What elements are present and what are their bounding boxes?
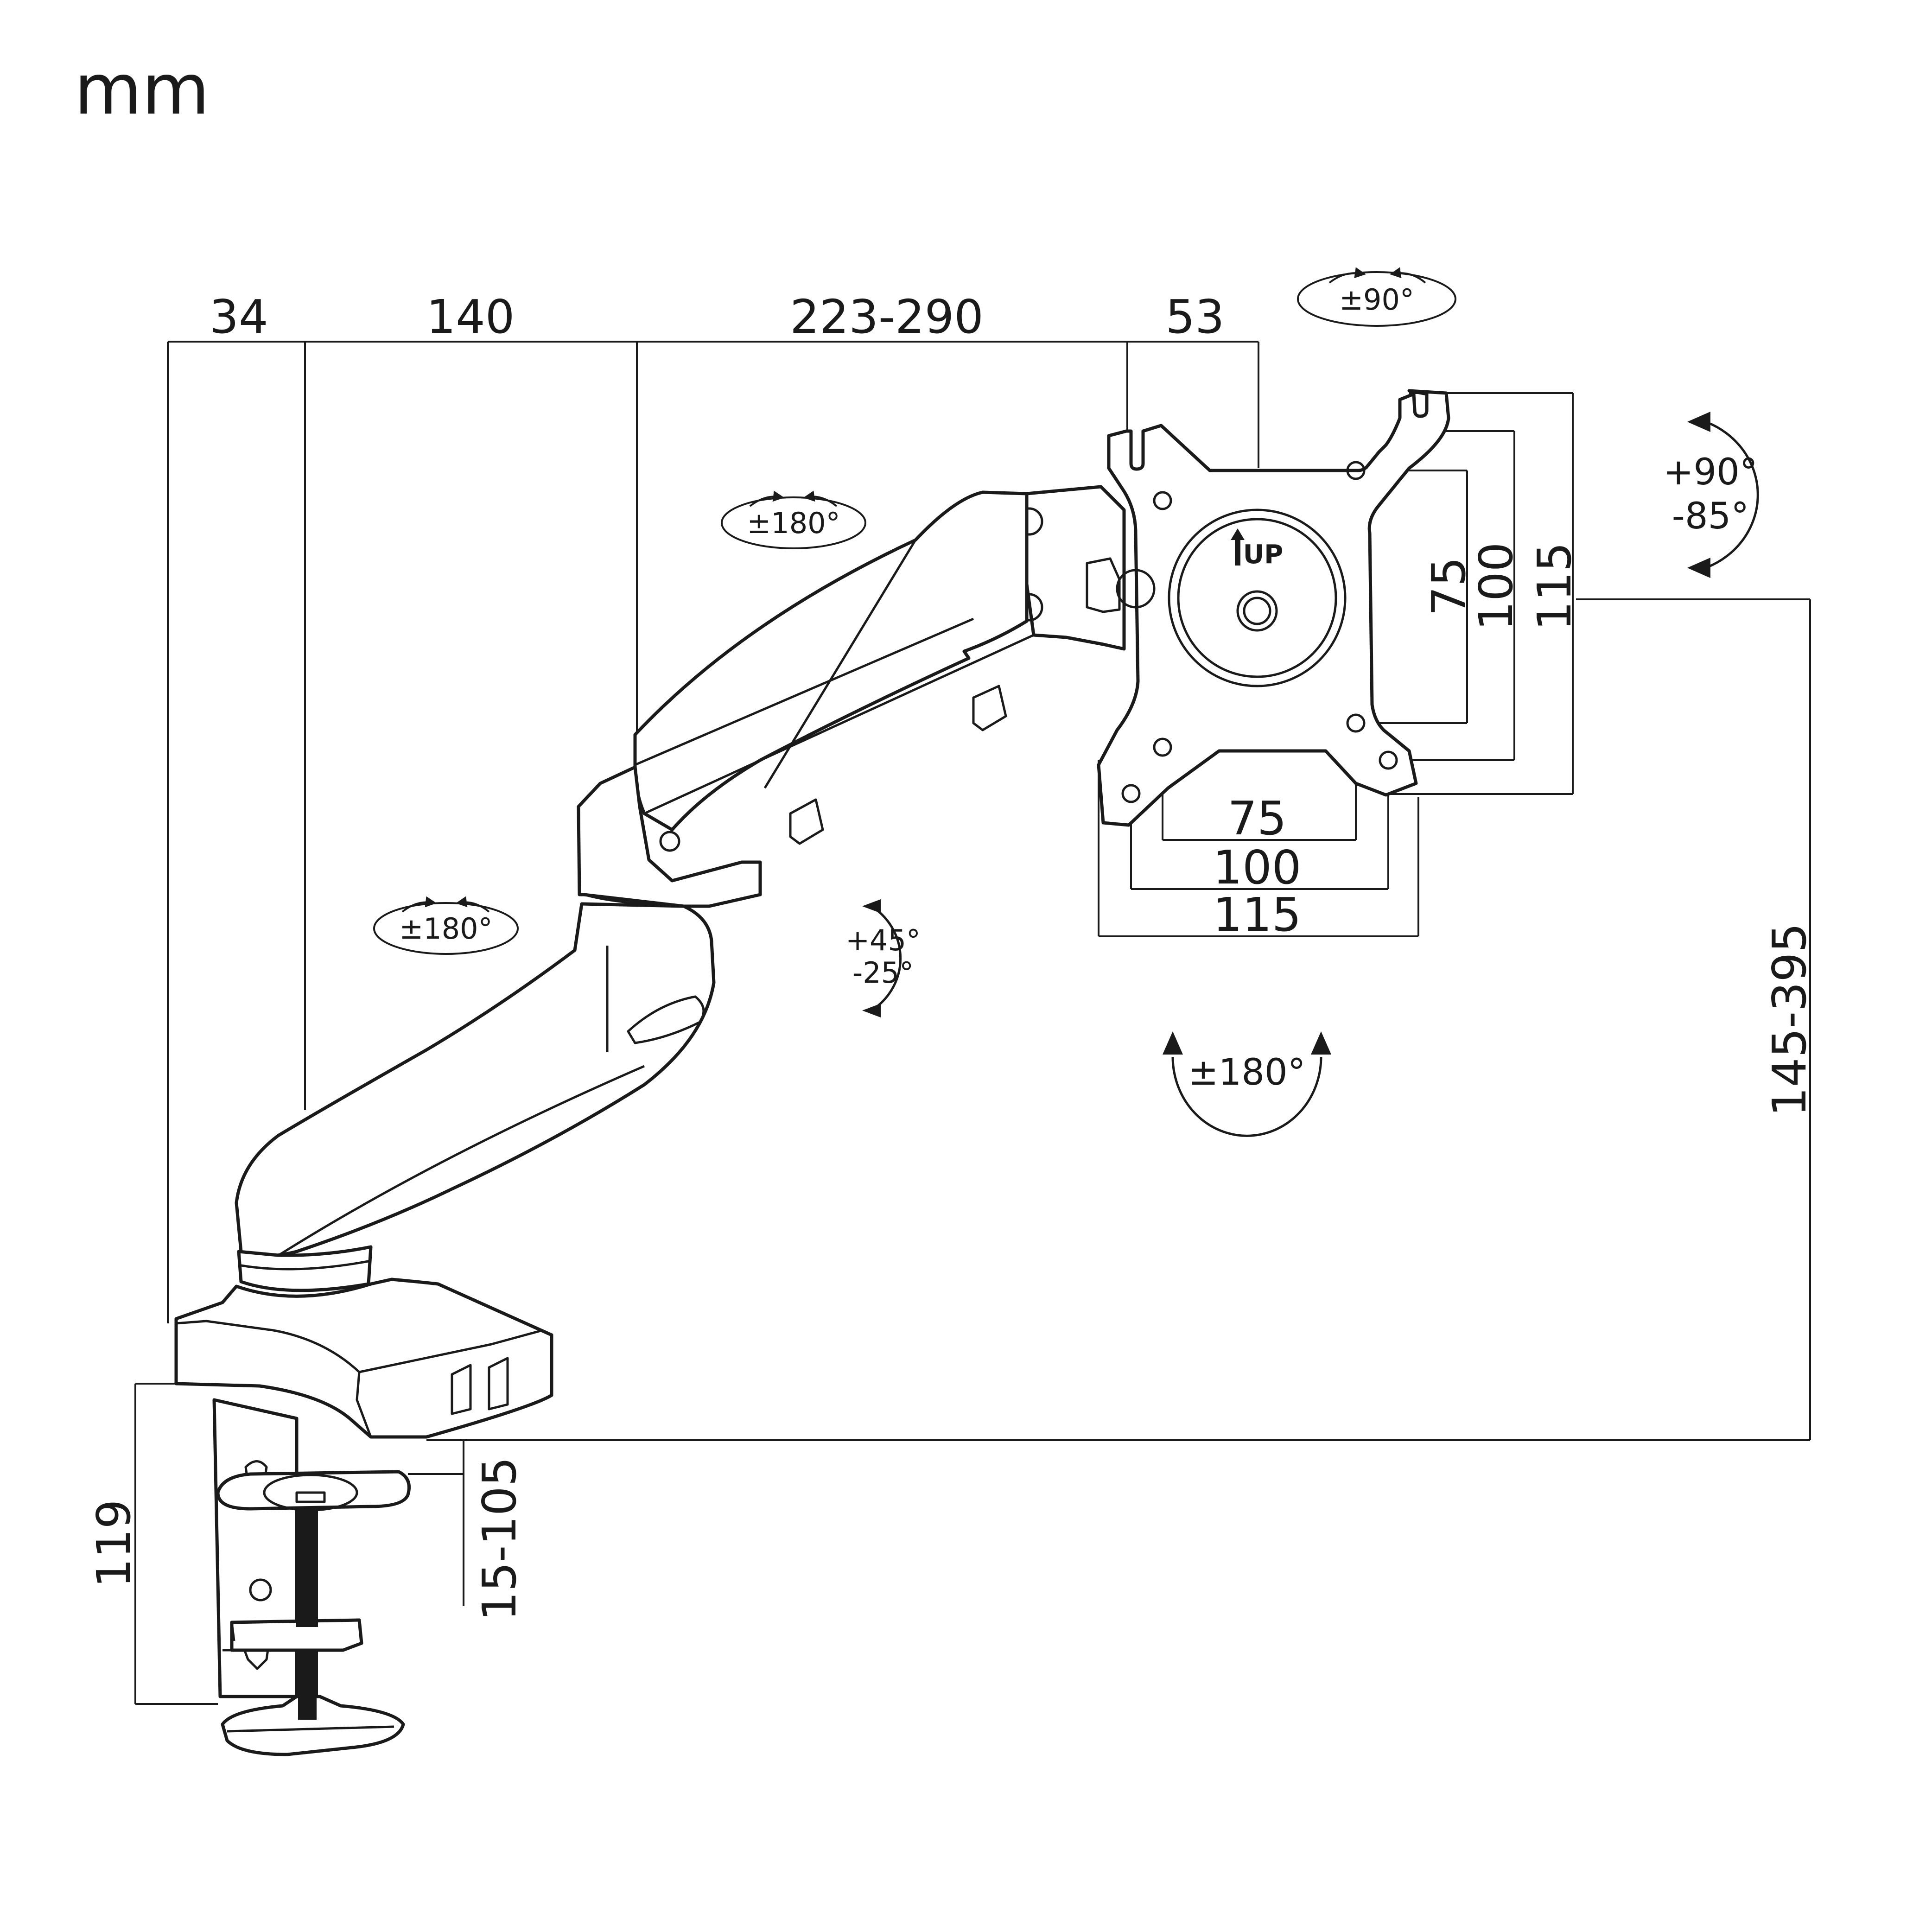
vesa-h-115: 115: [1213, 888, 1302, 942]
plate-swivel-label: ±90°: [1339, 283, 1414, 317]
plate-up-label: UP: [1243, 540, 1284, 570]
vesa-h-100: 100: [1213, 840, 1302, 895]
up-arrow-icon: [1231, 528, 1245, 566]
arm-tilt-indicator: +45° -25°: [845, 899, 921, 1017]
dim-clamp-height: 119: [87, 1500, 141, 1588]
unit-label: mm: [74, 50, 210, 130]
forearm-swivel-label: ±180°: [747, 506, 840, 540]
vesa-v-75: 75: [1422, 557, 1476, 616]
monitor-tilt-indicator: +90° -85°: [1663, 412, 1759, 578]
vesa-plate: UP: [1097, 389, 1450, 827]
vesa-h-75: 75: [1227, 791, 1286, 845]
monitor-tilt-down-label: -85°: [1672, 496, 1749, 537]
vesa-v-100: 100: [1469, 542, 1523, 631]
dim-desk-thickness: 15-105: [472, 1457, 527, 1621]
arm-tilt-down-label: -25°: [852, 956, 914, 990]
monitor-rotation-label: ±180°: [1188, 1052, 1305, 1093]
forearm-swivel-indicator: ±180°: [721, 490, 866, 549]
upper-arm-swivel-indicator: ±180°: [373, 896, 519, 955]
dim-140: 140: [426, 290, 515, 344]
monitor-rotation-indicator: ±180°: [1163, 1031, 1331, 1137]
vesa-v-115: 115: [1527, 542, 1582, 631]
upper-arm-swivel-label: ±180°: [399, 912, 492, 946]
dim-34: 34: [209, 290, 268, 344]
dim-223-290: 223-290: [790, 290, 984, 344]
dim-53: 53: [1165, 290, 1224, 344]
monitor-arm: [174, 485, 1156, 1756]
plate-swivel-indicator: ±90°: [1297, 267, 1456, 327]
arm-tilt-up-label: +45°: [845, 923, 921, 957]
monitor-tilt-up-label: +90°: [1663, 451, 1758, 493]
dim-height-range: 145-395: [1762, 923, 1817, 1117]
dimension-lines: [134, 341, 1811, 1705]
